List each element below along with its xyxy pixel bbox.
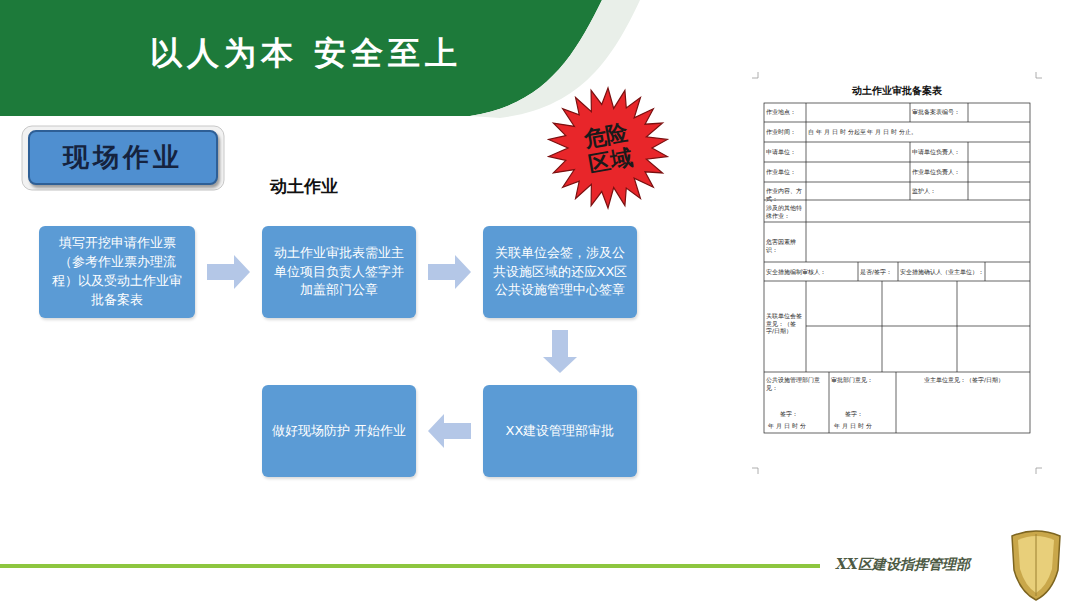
heading-frame xyxy=(22,126,224,190)
table-cell: 作业时间： xyxy=(766,128,806,136)
flow-arrow xyxy=(207,255,250,289)
section-subtitle: 动土作业 xyxy=(270,176,410,197)
table-cell: 作业单位负责人： xyxy=(912,168,968,176)
table-cell: 申请单位负责人： xyxy=(912,148,968,156)
shield-icon xyxy=(1012,531,1060,600)
table-cell: 公共设施管理部门意见： xyxy=(766,376,828,391)
table-cell: 关联单位会签意见：（签字/日期） xyxy=(766,312,804,335)
banner-stripe xyxy=(470,0,640,118)
green-banner xyxy=(0,0,602,116)
table-cell: 申请单位： xyxy=(766,148,806,156)
flow-arrow xyxy=(428,414,471,448)
node-text: 关联单位会签，涉及公共设施区域的还应XX区公共设施管理中心签章 xyxy=(492,244,628,301)
starburst-outline xyxy=(549,88,668,208)
table-cell: 自 年 月 日 时 分起至 年 月 日 时 分止。 xyxy=(808,128,1028,136)
table-cell: 业主单位意见：（签字/日期） xyxy=(900,376,1028,384)
section-heading: 现场作业 xyxy=(28,130,218,185)
table-cell: 签字： xyxy=(780,410,820,418)
process-box: 填写开挖申请作业票（参考作业票办理流程）以及受动土作业审批备案表 xyxy=(39,226,195,318)
table-cell: 年 月 日 时 分 xyxy=(768,422,828,430)
table-cell: 作业单位： xyxy=(766,168,806,176)
node-text: 填写开挖申请作业票（参考作业票办理流程）以及受动土作业审批备案表 xyxy=(48,234,186,309)
footer-text: XX区建设指挥管理部 xyxy=(836,556,1006,574)
node-text: 现场作业 xyxy=(63,140,183,175)
node-text: 危险区域 xyxy=(580,119,636,177)
process-box: 关联单位会签，涉及公共设施区域的还应XX区公共设施管理中心签章 xyxy=(483,226,637,318)
slide-title: 以人为本 安全至上 xyxy=(150,32,510,76)
table-cell: 作业地点： xyxy=(766,108,806,116)
form-title: 动土作业审批备案表 xyxy=(764,85,1030,98)
table-cell: 涉及的其他特殊作业： xyxy=(766,204,804,219)
form-table xyxy=(764,103,1030,433)
table-cell: 是否/签字： xyxy=(860,268,896,276)
table-cell: 年 月 日 时 分 xyxy=(834,422,894,430)
table-cell: 审批部门意见： xyxy=(831,376,894,384)
danger-burst: 危险区域 xyxy=(546,86,670,210)
process-box: XX建设管理部审批 xyxy=(483,385,637,477)
flow-arrow xyxy=(543,330,577,373)
node-text: XX建设管理部审批 xyxy=(506,422,615,441)
process-box: 做好现场防护 开始作业 xyxy=(262,385,416,477)
table-cell: 审批备案表编号： xyxy=(912,108,968,116)
footer-line xyxy=(0,564,820,568)
table-cell: 作业内容、方式： xyxy=(766,187,806,202)
table-cell: 安全措施确认人（业主单位）： xyxy=(900,268,984,276)
flow-arrow xyxy=(428,255,471,289)
table-cell: 危害因素辨识： xyxy=(766,238,806,253)
process-box: 动土作业审批表需业主单位项目负责人签字并加盖部门公章 xyxy=(262,226,416,318)
table-cell: 签字： xyxy=(845,410,885,418)
node-text: 做好现场防护 开始作业 xyxy=(272,422,406,441)
node-text: 动土作业审批表需业主单位项目负责人签字并加盖部门公章 xyxy=(271,244,407,301)
table-cell: 监护人： xyxy=(912,187,968,195)
table-cell: 安全措施编制审核人： xyxy=(766,268,856,276)
form-sheet xyxy=(752,72,1042,474)
